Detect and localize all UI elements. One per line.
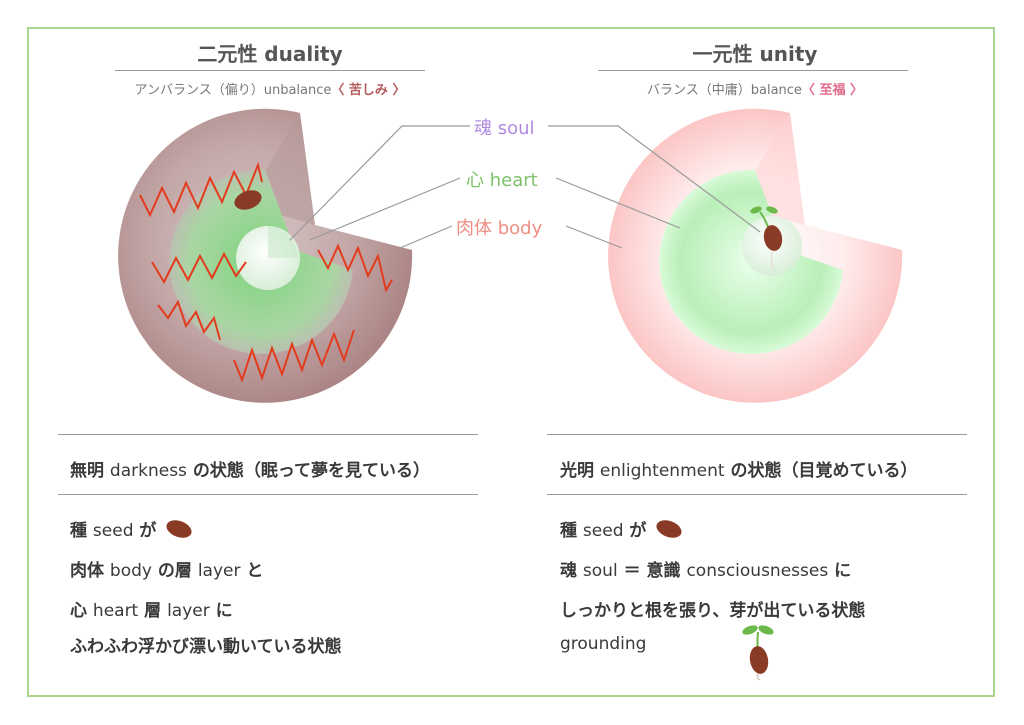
left-line-1-jp2: が xyxy=(139,521,157,541)
left-line-4-jp1: ふわふわ浮かび漂い動いている状態 xyxy=(70,637,342,657)
heart-label: 心 heart xyxy=(466,170,538,191)
right-title-rule xyxy=(598,70,908,71)
right-line-2-jp2: ＝ 意識 xyxy=(623,561,681,581)
right-state-heading: 光明 enlightenment の状態（目覚めている） xyxy=(560,456,917,481)
left-line-1-latin: seed xyxy=(92,521,134,541)
right-line-4: grounding xyxy=(560,634,646,654)
right-line-1-jp1: 種 xyxy=(560,521,577,541)
body-leader-line-right xyxy=(565,225,623,249)
left-subtitle-main: アンバランス（偏り）unbalance xyxy=(134,83,332,98)
right-state-rule-bottom xyxy=(547,494,967,495)
zigzag-3 xyxy=(157,299,221,341)
left-line-2: 肉体 body の層 layer と xyxy=(70,556,263,581)
body-label: 肉体 body xyxy=(456,218,543,239)
duality-sphere xyxy=(118,108,413,403)
zigzag-4 xyxy=(233,329,355,383)
zigzag-2 xyxy=(151,251,247,285)
left-state-jp2: の状態（眠って夢を見ている） xyxy=(192,461,430,481)
right-line-4-latin: grounding xyxy=(560,634,647,654)
left-line-3-latin2: layer xyxy=(167,601,210,621)
heart-leader-line-right xyxy=(555,177,681,229)
right-state-latin: enlightenment xyxy=(599,461,725,481)
left-line-1-jp1: 種 xyxy=(70,521,87,541)
left-subtitle-accent: 〈 苦しみ 〉 xyxy=(331,83,406,98)
left-state-rule-bottom xyxy=(58,494,478,495)
right-line-3: しっかりと根を張り、芽が出ている状態 xyxy=(560,596,865,621)
right-title: 一元性 unity xyxy=(692,42,818,66)
right-subtitle: バランス（中庸）balance〈 至福 〉 xyxy=(585,79,925,98)
heart-leader-line xyxy=(309,177,461,241)
left-line-3-jp1: 心 xyxy=(70,601,87,621)
seed-icon xyxy=(656,520,682,538)
right-state-jp2: の状態（目覚めている） xyxy=(730,461,918,481)
body-leader-line xyxy=(399,225,453,249)
right-subtitle-main: バランス（中庸）balance xyxy=(647,83,802,98)
right-line-1-jp2: が xyxy=(629,521,647,541)
right-line-1-latin: seed xyxy=(582,521,624,541)
left-subtitle: アンバランス（偏り）unbalance〈 苦しみ 〉 xyxy=(100,79,440,98)
left-line-3: 心 heart 層 layer に xyxy=(70,596,233,621)
outer-frame xyxy=(27,27,995,697)
left-title-rule xyxy=(115,70,425,71)
right-state-rule-top xyxy=(547,434,967,435)
left-line-3-jp2: 層 xyxy=(144,601,162,621)
left-line-2-jp1: 肉体 xyxy=(70,561,104,581)
left-state-heading: 無明 darkness の状態（眠って夢を見ている） xyxy=(70,456,430,481)
right-line-2: 魂 soul ＝ 意識 consciousnesses に xyxy=(560,556,851,581)
sprout-icon xyxy=(750,206,783,271)
left-line-3-latin: heart xyxy=(92,601,139,621)
soul-label: 魂 soul xyxy=(474,118,535,139)
left-line-2-latin: body xyxy=(109,561,152,581)
right-line-3-jp1: しっかりと根を張り、芽が出ている状態 xyxy=(560,601,866,621)
unity-sphere xyxy=(608,108,903,403)
right-line-2-latin2: consciousnesses xyxy=(686,561,829,581)
right-line-1: 種 seed が xyxy=(560,516,682,541)
right-line-2-jp3: に xyxy=(834,561,852,581)
left-line-2-latin2: layer xyxy=(197,561,241,581)
left-state-rule-top xyxy=(58,434,478,435)
zigzag-1 xyxy=(139,161,263,218)
left-line-2-jp3: と xyxy=(246,561,264,581)
left-state-jp1: 無明 xyxy=(70,461,104,481)
seed-icon xyxy=(234,190,262,210)
left-state-latin: darkness xyxy=(109,461,187,481)
left-line-3-jp3: に xyxy=(215,601,233,621)
right-subtitle-accent: 〈 至福 〉 xyxy=(801,83,863,98)
soul-leader-line xyxy=(289,125,470,241)
seed-icon xyxy=(166,520,192,538)
zigzag-5 xyxy=(317,243,393,293)
left-line-1: 種 seed が xyxy=(70,516,192,541)
soul-leader-line-right xyxy=(548,125,761,233)
left-line-4: ふわふわ浮かび漂い動いている状態 xyxy=(70,632,342,657)
right-state-jp1: 光明 xyxy=(560,461,594,481)
sprout-icon xyxy=(742,625,774,681)
right-line-2-latin: soul xyxy=(582,561,618,581)
left-line-2-jp2: の層 xyxy=(157,561,192,581)
left-title: 二元性 duality xyxy=(197,42,343,66)
right-line-2-jp1: 魂 xyxy=(560,561,577,581)
